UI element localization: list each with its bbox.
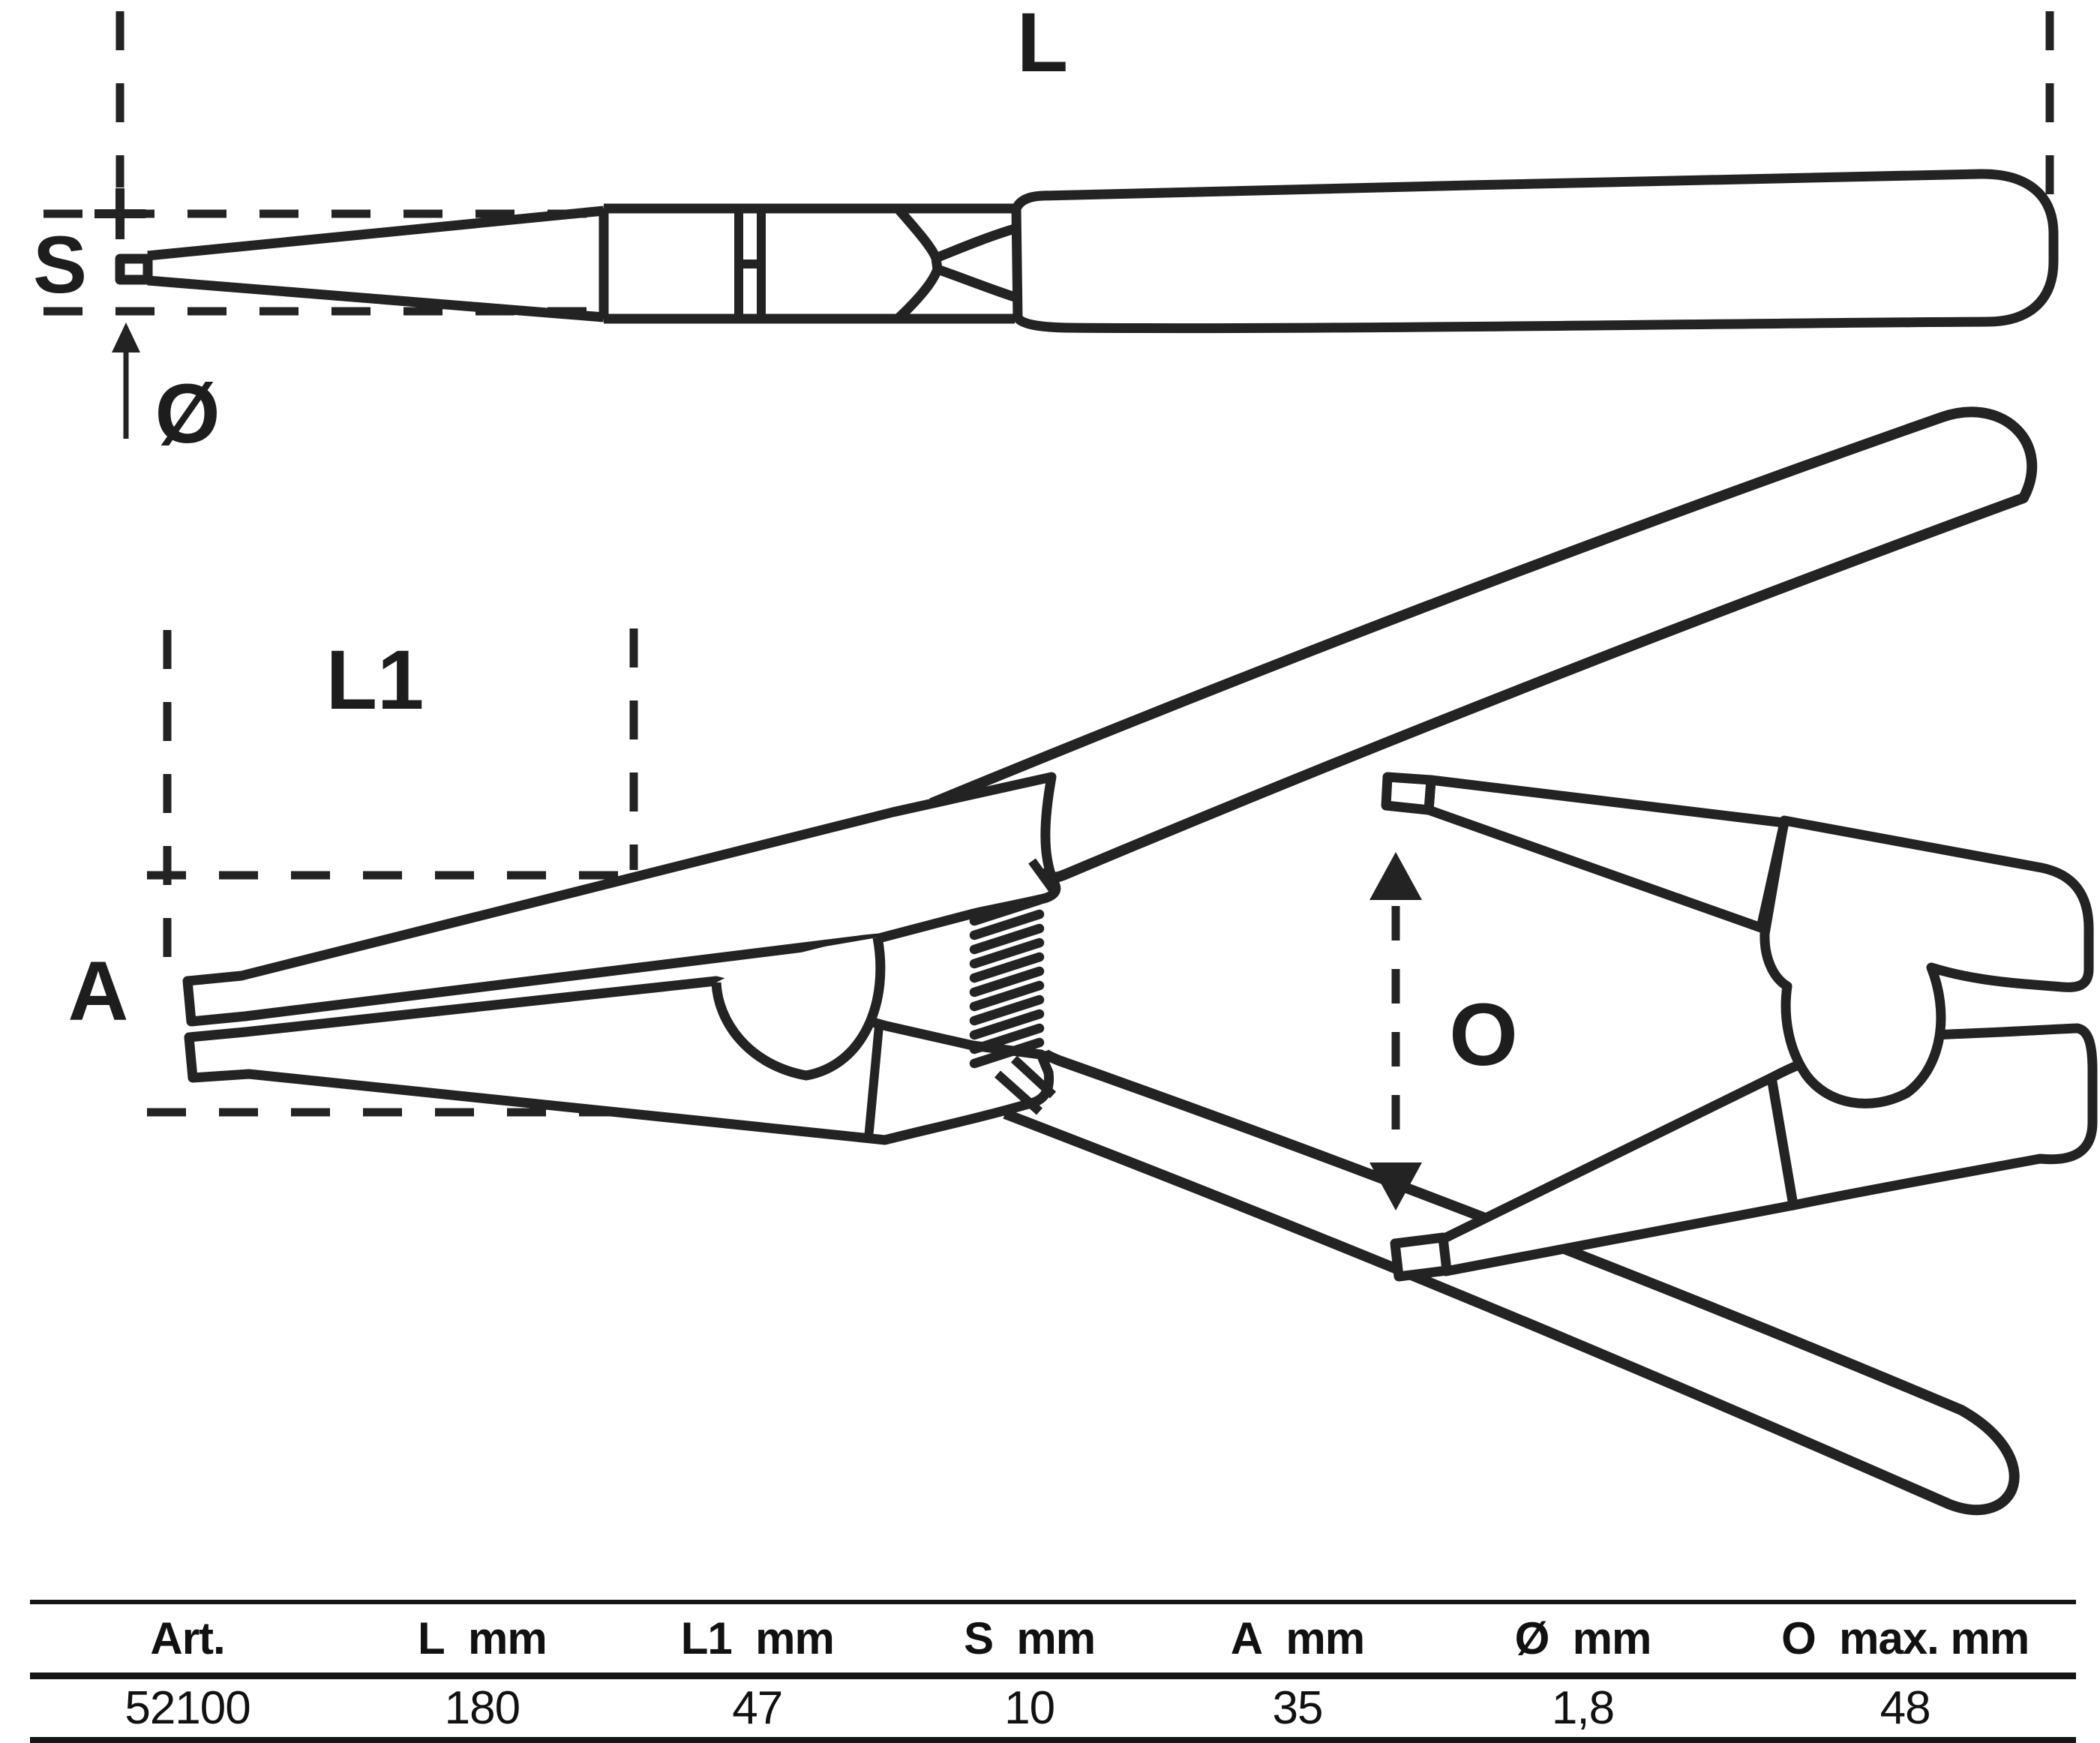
dimension-label-L: L — [1017, 0, 1068, 89]
upper-handle — [929, 406, 2038, 884]
dimension-label-O: O — [1449, 986, 1518, 1084]
cell-a-mm: 35 — [1272, 1682, 1323, 1734]
table-rule-mid — [30, 1672, 2076, 1679]
col-header-o-max: O max. mm — [1781, 1613, 2030, 1664]
pivot-lobe — [711, 936, 886, 1081]
top-view-tip — [115, 254, 153, 285]
spec-table: Art. L mm L1 mm S mm A mm Ø mm O max. mm… — [30, 1600, 2076, 1743]
dimension-label-S: S — [33, 219, 87, 310]
cell-diameter-mm: 1,8 — [1551, 1682, 1615, 1734]
lower-handle — [1003, 1048, 2020, 1516]
jaw-opening-inset — [1370, 772, 2098, 1282]
table-header-row: Art. L mm L1 mm S mm A mm Ø mm O max. mm — [30, 1604, 2076, 1672]
diameter-arrow-icon — [112, 322, 140, 439]
col-header-l: L mm — [418, 1613, 548, 1664]
top-view-drawing — [44, 11, 2059, 439]
upper-jaw — [182, 772, 1061, 1027]
col-header-diameter: Ø mm — [1514, 1613, 1652, 1664]
pivot-lobe-fill — [716, 938, 880, 1076]
opening-double-arrow-icon — [1370, 852, 1422, 1210]
datum-cross-icon — [94, 188, 146, 239]
main-view-dimension-dashes — [147, 628, 651, 1117]
cell-l-mm: 180 — [444, 1682, 520, 1734]
inset-upper-head — [1760, 815, 2094, 1108]
col-header-art: Art. — [150, 1613, 225, 1664]
table-row: 52100 180 47 10 35 1,8 48 — [30, 1679, 2076, 1737]
inset-lower-tip — [1390, 1232, 1452, 1282]
coil-spring — [969, 895, 1045, 1069]
main-view-drawing — [147, 406, 2038, 1516]
dimension-label-A: A — [68, 944, 129, 1038]
cell-o-max-mm: 48 — [1880, 1682, 1931, 1734]
inset-lower-cone — [1438, 1072, 1798, 1276]
inset-upper-cone — [1424, 775, 1790, 933]
col-header-a: A mm — [1230, 1613, 1365, 1664]
dimension-label-diameter: Ø — [154, 367, 220, 460]
table-rule-bottom — [30, 1737, 2076, 1743]
cell-l1-mm: 47 — [732, 1682, 783, 1734]
top-view-handle — [1011, 169, 2059, 334]
cell-s-mm: 10 — [1004, 1682, 1055, 1734]
col-header-l1: L1 mm — [680, 1613, 835, 1664]
inset-upper-tip — [1381, 772, 1436, 815]
cell-art-number: 52100 — [124, 1682, 250, 1734]
dimension-label-L1: L1 — [326, 633, 424, 727]
table-rule-top — [30, 1600, 2076, 1604]
col-header-s: S mm — [964, 1613, 1096, 1664]
